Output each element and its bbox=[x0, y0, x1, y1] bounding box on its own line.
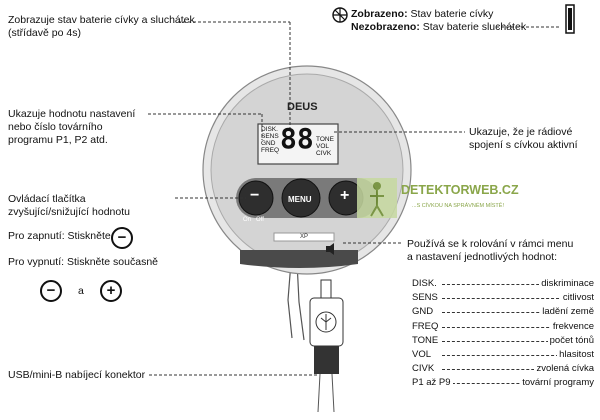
legend-row: GND ladění země bbox=[412, 306, 594, 318]
settings-value-line-2: nebo číslo továrního bbox=[8, 121, 103, 133]
scroll-menu-line-2: a nastavení jednotlivých hodnot: bbox=[407, 251, 558, 263]
minus-button[interactable] bbox=[238, 180, 274, 216]
legend-value: ladění země bbox=[540, 306, 594, 318]
lcd-digits: 88 bbox=[280, 122, 314, 155]
battery-alternating-line-1: Zobrazuje stav baterie cívky a sluchátek bbox=[8, 14, 195, 26]
watermark-name: DETEKTORWEB.CZ bbox=[401, 183, 519, 197]
legend-key: DISK. bbox=[412, 278, 439, 289]
buttons-control-line-1: Ovládací tlačítka bbox=[8, 193, 86, 205]
legend-dashes bbox=[442, 298, 564, 300]
lcd-screen bbox=[257, 123, 339, 165]
lcd-right-labels: TONE VOL CIVK bbox=[316, 136, 334, 157]
clip-line-2 bbox=[296, 261, 305, 341]
settings-value-line-1: Ukazuje hodnotu nastavení bbox=[8, 108, 136, 120]
power-on-label: Pro zapnutí: Stiskněte bbox=[8, 230, 111, 242]
legend-dashes bbox=[442, 355, 564, 356]
legend-key: TONE bbox=[412, 334, 441, 346]
watermark-tagline: ...S CÍVKOU NA SPRÁVNÉM MÍSTĚ! bbox=[412, 203, 504, 209]
legend-key: CIVK bbox=[412, 363, 437, 375]
lcd-label-disk: DISK. bbox=[261, 126, 278, 133]
and-label: a bbox=[78, 285, 84, 297]
xp-badge bbox=[273, 232, 335, 242]
radio-link-line-1: Ukazuje, že je rádiové bbox=[469, 126, 573, 138]
legend-key: SENS bbox=[412, 292, 440, 304]
brand-logo: DEUS bbox=[287, 101, 318, 113]
hidden-text: Stav baterie sluchátek bbox=[419, 21, 527, 33]
power-off-plus-icon: + bbox=[100, 280, 122, 302]
radio-link-line-2: spojení s cívkou aktivní bbox=[469, 139, 578, 151]
legend-row: VOL hlasitost bbox=[412, 349, 594, 360]
legend-dashes bbox=[442, 312, 564, 314]
legend-row: SENS citlivost bbox=[412, 292, 594, 304]
legend-key: VOL bbox=[412, 349, 434, 360]
shown-text: Stav baterie cívky bbox=[407, 8, 494, 20]
usb-connector-label: USB/mini-B nabíjecí konektor bbox=[8, 369, 146, 381]
legend-dashes bbox=[442, 369, 564, 371]
usb-connector-icon bbox=[309, 279, 344, 413]
legend-value: tovární programy bbox=[520, 377, 594, 389]
buttons-control-note: Ovládací tlačítka zvyšující/snižující ho… bbox=[8, 193, 130, 219]
battery-alternating-line-2: (střídavě po 4s) bbox=[8, 27, 81, 39]
device-base bbox=[240, 250, 358, 268]
legend-value: frekvence bbox=[550, 320, 594, 332]
legend-dashes bbox=[442, 340, 564, 342]
legend-row: DISK. diskriminace bbox=[412, 278, 594, 289]
clip-line bbox=[287, 261, 293, 339]
legend-key: GND bbox=[412, 306, 436, 318]
menu-button-label: MENU bbox=[288, 195, 312, 204]
legend-value: zvolená cívka bbox=[534, 363, 594, 375]
on-label: On bbox=[243, 217, 252, 223]
scroll-menu-note: Používá se k rolování v rámci menu a nas… bbox=[407, 238, 573, 264]
legend-row: CIVK zvolená cívka bbox=[412, 363, 594, 375]
menu-button[interactable] bbox=[281, 178, 321, 218]
lcd-label-gnd: GND bbox=[261, 140, 276, 147]
legend-value: počet tónů bbox=[547, 334, 594, 346]
legend-row: FREQ frekvence bbox=[412, 320, 594, 332]
legend-row: P1 až P9 tovární programy bbox=[412, 377, 594, 389]
shown-label: Zobrazeno: bbox=[351, 8, 408, 20]
legend-value: citlivost bbox=[560, 292, 594, 304]
radio-link-icon bbox=[332, 7, 348, 23]
settings-value-line-3: programu P1, P2 atd. bbox=[8, 134, 108, 146]
xp-label: XP bbox=[300, 234, 309, 240]
legend-row: TONE počet tónů bbox=[412, 334, 594, 346]
speaker-icon bbox=[326, 243, 334, 255]
power-off-label: Pro vypnutí: Stiskněte současně bbox=[8, 256, 158, 268]
lcd-label-sens: SENS bbox=[261, 133, 279, 140]
legend-key: P1 až P9 bbox=[412, 377, 453, 389]
legend-dashes bbox=[442, 284, 564, 285]
leader-lines bbox=[148, 21, 560, 376]
legend-key: FREQ bbox=[412, 320, 441, 332]
legend-value: hlasitost bbox=[557, 349, 594, 360]
power-on-minus-icon: − bbox=[111, 227, 133, 249]
power-off-minus-icon: − bbox=[40, 280, 62, 302]
minus-button-label: − bbox=[250, 187, 260, 204]
buttons-control-line-2: zvyšující/snižující hodnotu bbox=[8, 206, 130, 218]
lcd-label-civk: CIVK bbox=[316, 150, 332, 157]
battery-alternating-note: Zobrazuje stav baterie cívky a sluchátek… bbox=[8, 14, 195, 40]
lcd-label-tone: TONE bbox=[316, 136, 334, 143]
battery-icon bbox=[565, 4, 575, 34]
radio-link-note: Ukazuje, že je rádiové spojení s cívkou … bbox=[469, 126, 578, 152]
shown-legend: Zobrazeno: Stav baterie cívky bbox=[351, 8, 493, 21]
lcd-left-labels: DISK. SENS GND FREQ bbox=[261, 126, 279, 154]
settings-value-note: Ukazuje hodnotu nastavení nebo číslo tov… bbox=[8, 108, 135, 147]
hidden-legend: Nezobrazeno: Stav baterie sluchátek bbox=[351, 21, 526, 34]
legend-dashes bbox=[442, 326, 564, 328]
plus-button-label: + bbox=[340, 187, 350, 204]
watermark-logo bbox=[357, 178, 397, 218]
off-label: Off bbox=[256, 217, 264, 223]
legend-value: diskriminace bbox=[539, 278, 594, 289]
scroll-menu-line-1: Používá se k rolování v rámci menu bbox=[407, 238, 574, 250]
lcd-label-freq: FREQ bbox=[261, 147, 280, 154]
legend-dashes bbox=[442, 383, 564, 385]
hidden-label: Nezobrazeno: bbox=[351, 21, 420, 33]
lcd-label-vol: VOL bbox=[316, 143, 330, 150]
